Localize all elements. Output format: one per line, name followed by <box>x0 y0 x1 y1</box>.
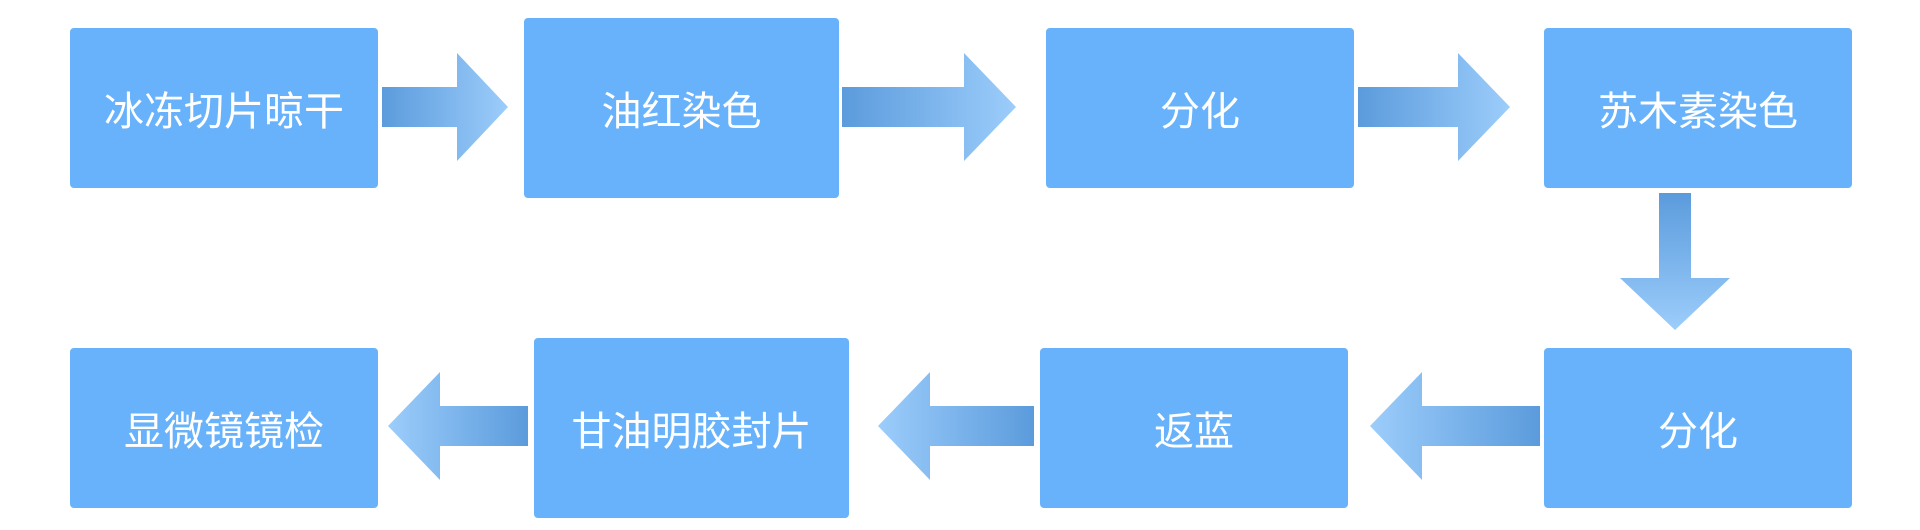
step-label: 甘油明胶封片 <box>571 409 812 455</box>
arrow-right-icon <box>842 53 1016 161</box>
step-differentiation-1: 分化 <box>1046 28 1354 188</box>
step-blueing: 返蓝 <box>1040 348 1348 508</box>
arrow-right-icon <box>382 53 508 161</box>
arrow-right-icon <box>1358 53 1510 161</box>
arrow-left-icon <box>878 372 1034 480</box>
step-label: 分化 <box>1658 409 1738 455</box>
step-label: 返蓝 <box>1154 409 1234 455</box>
step-label: 分化 <box>1160 89 1240 135</box>
step-oil-red-stain: 油红染色 <box>524 18 839 198</box>
arrow-down-icon <box>1620 193 1730 330</box>
arrow-left-icon <box>1370 372 1540 480</box>
arrow-left-icon <box>388 372 528 480</box>
step-label: 显微镜镜检 <box>124 409 324 455</box>
step-label: 苏木素染色 <box>1598 89 1798 135</box>
step-frozen-section-dry: 冰冻切片晾干 <box>70 28 378 188</box>
step-differentiation-2: 分化 <box>1544 348 1852 508</box>
step-label: 冰冻切片晾干 <box>104 89 344 135</box>
step-hematoxylin-stain: 苏木素染色 <box>1544 28 1852 188</box>
step-microscope-exam: 显微镜镜检 <box>70 348 378 508</box>
step-glycerin-gelatin-mount: 甘油明胶封片 <box>534 338 849 518</box>
step-label: 油红染色 <box>601 89 762 135</box>
